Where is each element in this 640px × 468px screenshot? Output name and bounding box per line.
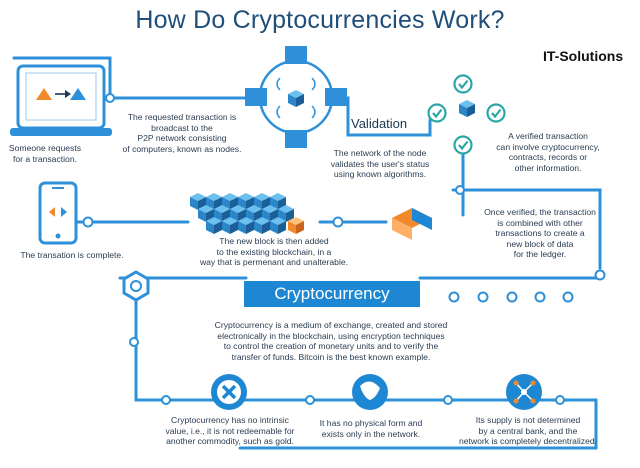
connector-dots <box>82 93 606 405</box>
line-lower-loop <box>134 293 598 450</box>
dot <box>534 291 546 303</box>
laptop-icon <box>10 64 112 136</box>
dot <box>455 185 465 195</box>
dot <box>477 291 489 303</box>
cryptocurrency-description: Cryptocurrency is a medium of exchange, … <box>214 320 448 362</box>
step-added-text: The new block is then added to the exist… <box>199 236 349 268</box>
fact-physical-form-text: It has no physical form and exists only … <box>319 418 423 439</box>
brand-label: IT-Solutions <box>543 48 624 64</box>
dot <box>82 216 94 228</box>
dot <box>105 93 115 103</box>
step-broadcast-text: The requested transaction is broadcast t… <box>122 112 242 154</box>
smartphone-icon <box>38 181 78 245</box>
cryptocurrency-label: Cryptocurrency <box>244 281 420 307</box>
new-block-icon <box>392 208 432 240</box>
step-complete-text: The transation is complete. <box>20 250 124 260</box>
dot <box>305 395 315 405</box>
validation-label: Validation <box>351 116 408 131</box>
dot <box>129 337 139 347</box>
page-title: How Do Cryptocurrencies Work? <box>135 6 505 34</box>
hexagon-icon <box>122 270 150 302</box>
step-combined-text: Once verified, the transaction is combin… <box>484 207 596 260</box>
node-network-icon <box>245 46 347 148</box>
shape-icon <box>352 374 388 410</box>
dot <box>562 291 574 303</box>
dot <box>448 291 460 303</box>
dot <box>594 269 606 281</box>
x-coin-icon <box>211 374 247 410</box>
dot <box>161 395 171 405</box>
dot <box>332 216 344 228</box>
step-verified-text: A verified transaction can involve crypt… <box>496 131 600 173</box>
line-request-to-network <box>12 56 260 100</box>
dot <box>506 291 518 303</box>
fact-intrinsic-value-text: Cryptocurrency has no intrinsic value, i… <box>165 415 295 447</box>
dot <box>555 395 565 405</box>
dot <box>443 395 453 405</box>
line-right-side <box>451 188 602 270</box>
step-request-text: Someone requests for a transaction. <box>8 143 82 164</box>
fact-supply-text: Its supply is not determined by a centra… <box>458 415 598 447</box>
network-icon <box>506 374 542 410</box>
step-validate-text: The network of the node validates the us… <box>330 148 430 180</box>
blockchain-cubes-icon <box>190 193 304 234</box>
